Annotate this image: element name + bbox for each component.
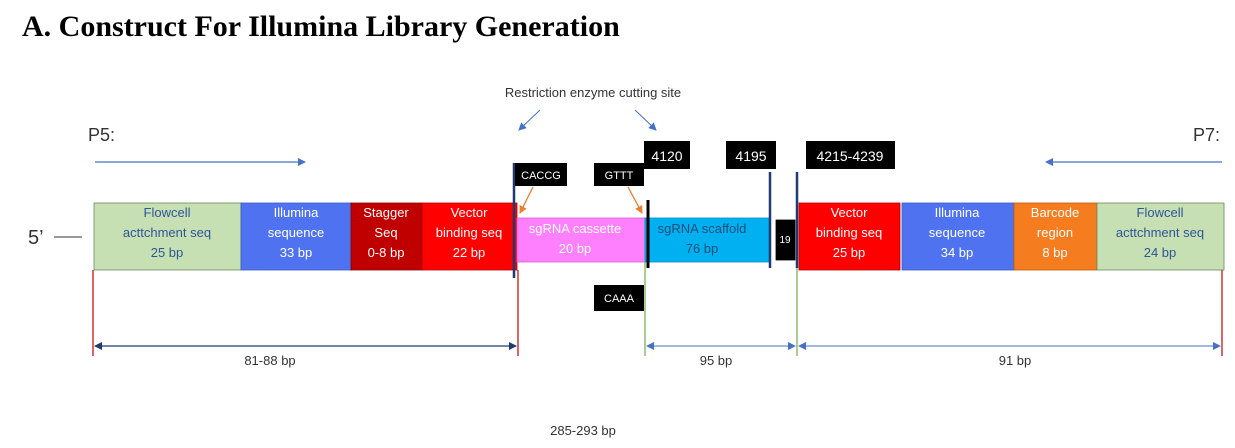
tag-box <box>726 141 776 169</box>
segment-label-line: sgRNA cassette <box>529 221 622 236</box>
segment-barcode-region: Barcode region 8 bp <box>1013 202 1098 271</box>
segment-label-line: Vector <box>451 205 489 220</box>
restriction-pointer-right <box>634 109 657 131</box>
segment-strip: Flowcell acttchment seq 25 bp Illumina sequ… <box>93 202 1225 271</box>
segment-label-line: Flowcell <box>144 205 191 220</box>
segment-label-line: 25 bp <box>151 245 184 260</box>
segment-label-line: sequence <box>268 225 324 240</box>
segment-label-line: Flowcell <box>1137 205 1184 220</box>
restriction-pointer-left <box>518 109 541 131</box>
tag-gttt: GTTT <box>594 163 644 186</box>
segment-illumina-sequence-5: Illumina sequence 33 bp <box>240 202 352 271</box>
segment-label-line: 24 bp <box>1144 245 1177 260</box>
segment-label-line: Stagger <box>363 205 409 220</box>
tag-text: GTTT <box>605 170 634 182</box>
tag-box <box>515 163 567 186</box>
tag-box <box>644 141 690 169</box>
segment-label-line: 8 bp <box>1042 245 1067 260</box>
position-tag-4120: 4120 <box>644 141 690 169</box>
segment-label: 19 <box>779 235 791 246</box>
tag-text: 4120 <box>651 148 682 164</box>
caccg-pointer <box>519 186 534 214</box>
tag-caaa: CAAA <box>594 285 644 311</box>
segment-box <box>421 202 518 271</box>
span-label-total: 285-293 bp <box>550 423 616 438</box>
segment-label-line: 20 bp <box>559 241 592 256</box>
segment-label: Illumina sequence 33 bp <box>268 205 324 260</box>
segment-vector-binding-3: Vector binding seq 25 bp <box>798 202 901 271</box>
segment-label-line: 25 bp <box>833 245 866 260</box>
p5-label: P5: <box>88 125 115 145</box>
segment-label-line: 22 bp <box>453 245 486 260</box>
segment-label-line: binding seq <box>816 225 883 240</box>
segment-label-line: Barcode <box>1031 205 1079 220</box>
segment-label-line: 0-8 bp <box>368 245 405 260</box>
segment-label: Barcode region 8 bp <box>1031 205 1079 260</box>
segment-label: Flowcell acttchment seq 25 bp <box>123 205 211 260</box>
position-tag-4195: 4195 <box>726 141 776 169</box>
segment-label: Vector binding seq 25 bp <box>816 205 883 260</box>
tag-text: 4215-4239 <box>817 148 884 164</box>
segment-box <box>1013 202 1098 271</box>
segment-label-line: binding seq <box>436 225 503 240</box>
segment-label: sgRNA cassette 20 bp <box>529 221 622 256</box>
tag-box <box>594 163 644 186</box>
segment-label-line: acttchment seq <box>1116 225 1204 240</box>
segment-label-line: sgRNA scaffold <box>658 221 747 236</box>
segment-box <box>1096 202 1225 271</box>
segment-label-line: 76 bp <box>686 241 719 256</box>
segment-label-line: 34 bp <box>941 245 974 260</box>
segment-label: Flowcell acttchment seq 24 bp <box>1116 205 1204 260</box>
gttt-pointer <box>627 186 643 214</box>
segment-label-line: acttchment seq <box>123 225 211 240</box>
segment-label-line: Vector <box>831 205 869 220</box>
segment-sgrna-cassette: sgRNA cassette 20 bp <box>516 217 646 263</box>
segment-sgrna-scaffold: sgRNA scaffold 76 bp <box>644 217 771 263</box>
segment-flowcell-3: Flowcell acttchment seq 24 bp <box>1096 202 1225 271</box>
segment-label: Vector binding seq 22 bp <box>436 205 503 260</box>
segment-label-line: region <box>1037 225 1073 240</box>
position-tag-4215: 4215-4239 <box>806 141 895 169</box>
segment-box <box>93 202 242 271</box>
segment-label-line: Seq <box>374 225 397 240</box>
segment-label: Illumina sequence 34 bp <box>929 205 985 260</box>
segment-label-line: Illumina <box>935 205 981 220</box>
segment-label-line: sequence <box>929 225 985 240</box>
segment-illumina-sequence-3: Illumina sequence 34 bp <box>901 202 1015 271</box>
segment-box <box>798 202 901 271</box>
tag-text: 4195 <box>735 148 766 164</box>
tag-text: CACCG <box>521 170 561 182</box>
segment-label-line: 19 <box>779 235 791 246</box>
segment-label-line: Illumina <box>274 205 320 220</box>
five-prime-label: 5’ <box>28 227 44 249</box>
span-label-right: 91 bp <box>999 353 1032 368</box>
restriction-site-label: Restriction enzyme cutting site <box>505 85 681 100</box>
segment-19: 19 <box>775 219 796 261</box>
segment-label: sgRNA scaffold 76 bp <box>658 221 747 256</box>
diagram-title: A. Construct For Illumina Library Genera… <box>22 10 620 43</box>
segment-label-line: 33 bp <box>280 245 313 260</box>
tag-box <box>594 285 644 311</box>
segment-box <box>775 219 796 261</box>
p7-label: P7: <box>1193 125 1220 145</box>
segment-box <box>350 202 423 271</box>
tag-caccg: CACCG <box>515 163 567 186</box>
segment-box <box>240 202 352 271</box>
tag-text: CAAA <box>604 293 635 305</box>
segment-flowcell-5: Flowcell acttchment seq 25 bp <box>93 202 242 271</box>
span-label-middle: 95 bp <box>700 353 733 368</box>
segment-box <box>644 217 771 263</box>
span-label-left: 81-88 bp <box>244 353 295 368</box>
segment-vector-binding-5: Vector binding seq 22 bp <box>421 202 518 271</box>
tag-box <box>806 141 895 169</box>
